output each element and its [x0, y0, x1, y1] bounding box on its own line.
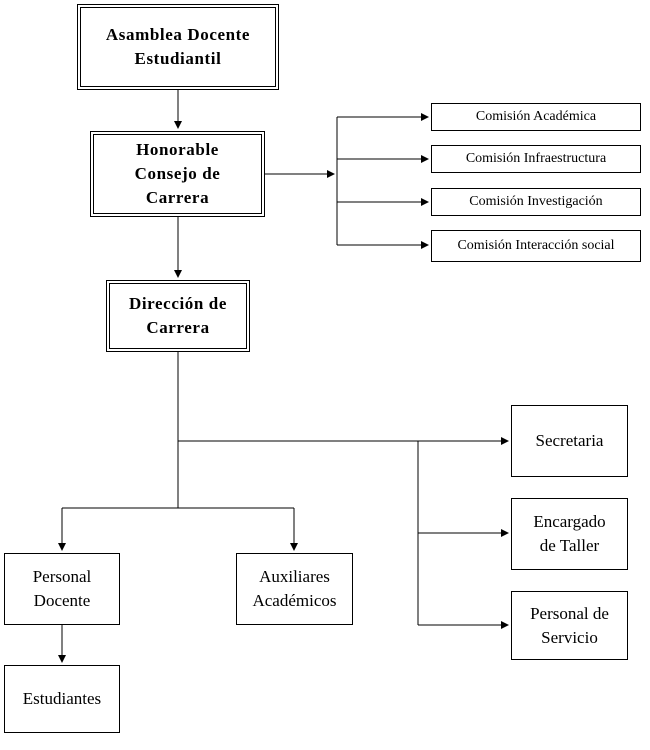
node-personal-docente: Personal Docente — [4, 553, 120, 625]
node-honorable-label: Honorable Consejo de Carrera — [134, 140, 221, 207]
node-comision-infraestructura: Comisión Infraestructura — [431, 145, 641, 173]
node-estudiantes-label: Estudiantes — [22, 689, 102, 708]
node-honorable: Honorable Consejo de Carrera — [90, 131, 265, 217]
node-comision-academica: Comisión Académica — [431, 103, 641, 131]
node-asamblea: Asamblea Docente Estudiantil — [77, 4, 279, 90]
node-auxiliares: Auxiliares Académicos — [236, 553, 353, 625]
node-auxiliares-label: Auxiliares Académicos — [252, 567, 337, 610]
node-encargado-taller-label: Encargado de Taller — [533, 512, 606, 555]
node-comision-investigacion-label: Comisión Investigación — [469, 194, 603, 209]
node-direccion-label: Dirección de Carrera — [128, 294, 227, 337]
node-asamblea-label: Asamblea Docente Estudiantil — [105, 25, 251, 68]
node-direccion: Dirección de Carrera — [106, 280, 250, 352]
node-personal-docente-label: Personal Docente — [32, 567, 92, 610]
node-comision-infraestructura-label: Comisión Infraestructura — [465, 151, 607, 166]
node-secretaria: Secretaria — [511, 405, 628, 477]
node-comision-investigacion: Comisión Investigación — [431, 188, 641, 216]
node-encargado-taller: Encargado de Taller — [511, 498, 628, 570]
node-comision-interaccion: Comisión Interacción social — [431, 230, 641, 262]
node-secretaria-label: Secretaria — [535, 431, 604, 450]
node-comision-academica-label: Comisión Académica — [475, 109, 597, 124]
node-personal-servicio: Personal de Servicio — [511, 591, 628, 660]
node-comision-interaccion-label: Comisión Interacción social — [457, 238, 615, 253]
node-estudiantes: Estudiantes — [4, 665, 120, 733]
node-personal-servicio-label: Personal de Servicio — [530, 603, 609, 647]
